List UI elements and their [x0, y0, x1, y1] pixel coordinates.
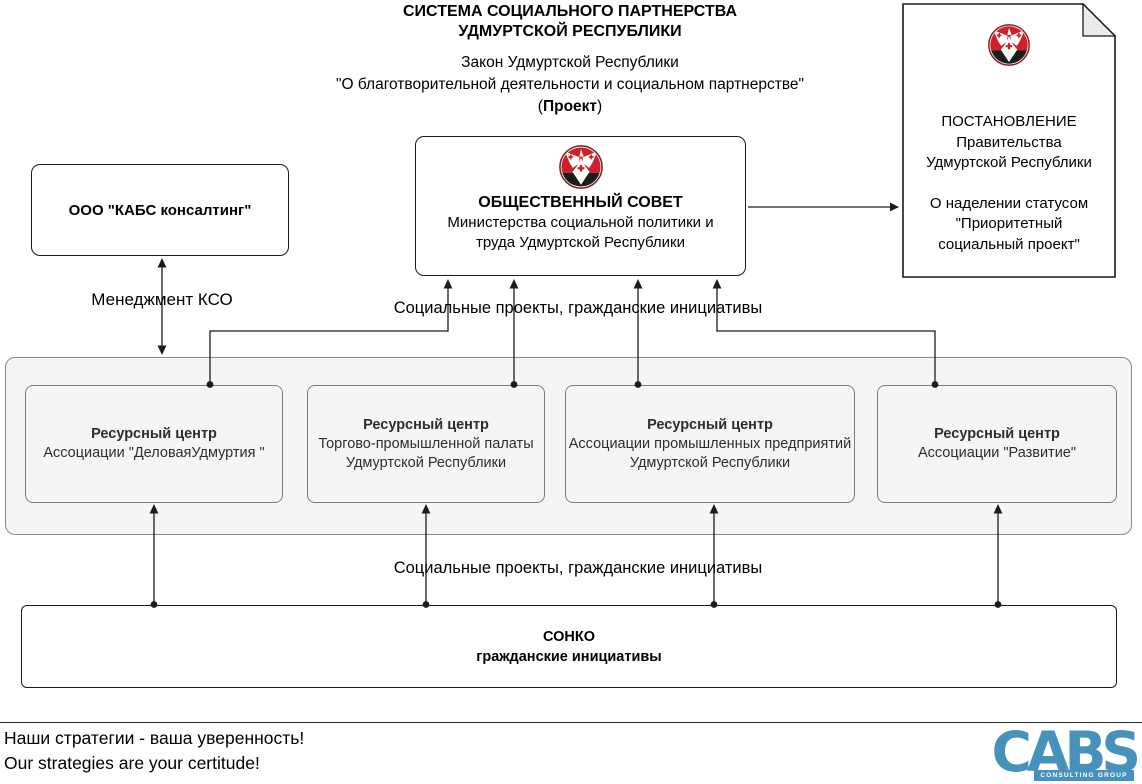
- decree-line5: "Приоритетный: [955, 215, 1063, 232]
- decree-content: ПОСТАНОВЛЕНИЕ Правительства Удмуртской Р…: [902, 3, 1116, 278]
- subtitle-law-line1: Закон Удмуртской Республики: [461, 54, 679, 71]
- decree-line3: Удмуртской Республики: [926, 154, 1092, 171]
- page-subtitle: Закон Удмуртской Республики "О благотвор…: [100, 52, 1040, 118]
- cabs-bar-text: CONSULTING GROUP: [1040, 772, 1128, 779]
- edge-label-projects-bottom: Социальные проекты, гражданские инициати…: [393, 559, 763, 577]
- node-sonko: СОНКО гражданские инициативы: [21, 605, 1117, 688]
- page-title-block: СИСТЕМА СОЦИАЛЬНОГО ПАРТНЕРСТВА УДМУРТСК…: [100, 2, 1040, 118]
- rc2-line1: Торгово-промышленной палаты: [318, 435, 534, 452]
- subtitle-project-line: (Проект): [100, 96, 1040, 118]
- rc3-line2: Удмуртской Республики: [629, 454, 791, 471]
- footer-slogan-en: Our strategies are your certitude!: [4, 753, 260, 773]
- decree-line1: ПОСТАНОВЛЕНИЕ: [941, 113, 1077, 130]
- council-title: ОБЩЕСТВЕННЫЙ СОВЕТ: [478, 194, 683, 211]
- rc3-line1: Ассоциации промышленных предприятий: [568, 435, 852, 452]
- connector-council-decree: [748, 202, 899, 212]
- decree-line6: социальный проект": [938, 235, 1080, 253]
- node-resource-center-razvitie: Ресурсный центр Ассоциации "Развитие": [877, 385, 1117, 503]
- paren-open: (: [537, 98, 543, 115]
- decree-line2: Правительства: [956, 133, 1062, 151]
- cabs-consulting-group-bar: CONSULTING GROUP: [1034, 770, 1134, 781]
- rc4-title: Ресурсный центр: [934, 426, 1060, 442]
- subtitle-law-line2: "О благотворительной деятельности и соци…: [335, 76, 804, 93]
- project-word: Проект: [542, 98, 598, 115]
- rc1-title: Ресурсный центр: [91, 426, 217, 442]
- rc1-line1: Ассоциации "ДеловаяУдмуртия ": [43, 445, 265, 461]
- udmurt-emblem-icon: [558, 145, 603, 189]
- council-line2: труда Удмуртской Республики: [475, 233, 686, 251]
- footer-slogan-ru: Наши стратегии - ваша уверенность!: [4, 728, 305, 748]
- decree-text: ПОСТАНОВЛЕНИЕ Правительства Удмуртской Р…: [902, 112, 1116, 255]
- rc3-title: Ресурсный центр: [647, 416, 773, 433]
- edge-label-kso: Менеджмент КСО: [91, 290, 233, 309]
- kabs-label: ООО "КАБС консалтинг": [68, 201, 252, 219]
- udmurt-emblem-icon: [988, 24, 1030, 66]
- footer-divider: [0, 722, 1142, 723]
- decree-gap: [902, 174, 1116, 194]
- document-shape: [902, 3, 1116, 278]
- rc2-title: Ресурсный центр: [363, 416, 489, 433]
- page-title-line1: СИСТЕМА СОЦИАЛЬНОГО ПАРТНЕРСТВА: [402, 3, 738, 20]
- decree-line4: О наделении статусом: [929, 194, 1089, 212]
- edge-label-projects-top: Социальные проекты, гражданские инициати…: [393, 299, 763, 317]
- node-kabs-consulting: ООО "КАБС консалтинг": [31, 164, 289, 256]
- rc2-line2: Удмуртской Республики: [345, 454, 507, 471]
- node-decree-document: ПОСТАНОВЛЕНИЕ Правительства Удмуртской Р…: [902, 3, 1116, 278]
- paren-close: ): [597, 98, 603, 115]
- node-resource-center-chamber-of-commerce: Ресурсный центр Торгово-промышленной пал…: [307, 385, 545, 503]
- council-line1: Министерства социальной политики и: [447, 214, 714, 231]
- node-resource-center-delovaya-udmurtia: Ресурсный центр Ассоциации "ДеловаяУдмур…: [25, 385, 283, 503]
- node-public-council: ОБЩЕСТВЕННЫЙ СОВЕТ Министерства социальн…: [415, 136, 746, 276]
- sonko-subtitle: гражданские инициативы: [476, 648, 662, 665]
- rc4-line1: Ассоциации "Развитие": [917, 445, 1077, 461]
- cabs-logo: CABS CONSULTING GROUP: [980, 725, 1141, 782]
- page-title-line2: УДМУРТСКОЙ РЕСПУБЛИКИ: [458, 22, 682, 40]
- node-resource-center-industrial-enterprises: Ресурсный центр Ассоциации промышленных …: [565, 385, 855, 503]
- sonko-title: СОНКО: [543, 628, 595, 645]
